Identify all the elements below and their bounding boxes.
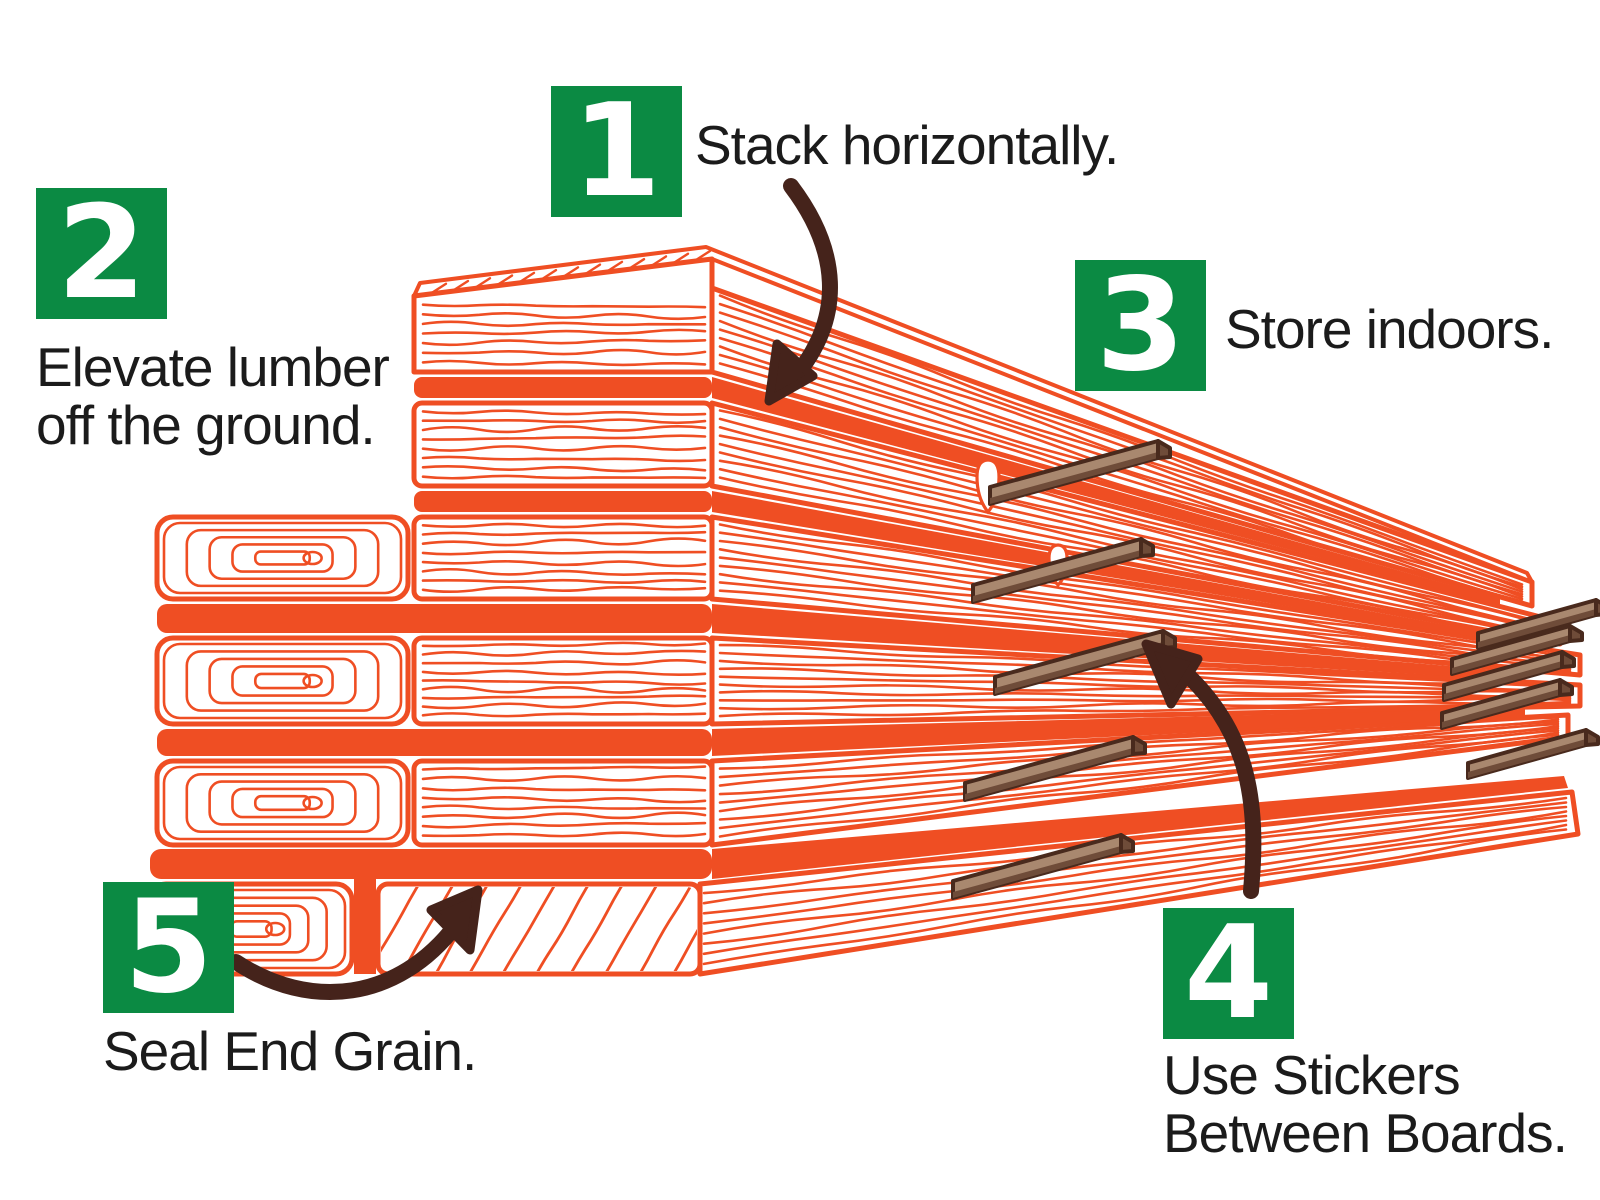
step-4-label: Use Stickers Between Boards. bbox=[1163, 1044, 1568, 1164]
step-3-badge: 3 bbox=[1075, 260, 1206, 391]
strip-5 bbox=[150, 849, 712, 879]
step-3-number: 3 bbox=[1095, 251, 1186, 400]
arrowhead-step1 bbox=[764, 339, 818, 406]
strip-4-side bbox=[712, 708, 1525, 756]
step-5-label-line: Seal End Grain. bbox=[103, 1020, 477, 1082]
strip-5-side bbox=[712, 776, 1568, 879]
step-5-label: Seal End Grain. bbox=[103, 1020, 477, 1082]
step-2-badge: 2 bbox=[36, 188, 167, 319]
step-1-label-line: Stack horizontally. bbox=[695, 114, 1119, 176]
arrow-step5 bbox=[228, 917, 464, 1001]
step-2-number: 2 bbox=[56, 179, 147, 328]
step-1-number: 1 bbox=[571, 77, 662, 226]
annotation-arrows bbox=[228, 178, 1262, 1001]
board-front-row1 bbox=[411, 256, 715, 375]
strip-2 bbox=[414, 491, 712, 512]
step-5-number: 5 bbox=[123, 873, 214, 1022]
arrow-step4 bbox=[1166, 655, 1262, 899]
arrow-step1 bbox=[783, 178, 838, 387]
step-4-number: 4 bbox=[1183, 899, 1274, 1048]
strip-3 bbox=[157, 604, 712, 633]
arrowhead-step4 bbox=[1141, 639, 1203, 709]
bearer-gap-filler bbox=[354, 849, 376, 974]
step-2-label-line: off the ground. bbox=[36, 394, 376, 456]
step-3-label: Store indoors. bbox=[1225, 298, 1554, 360]
strip-2-side bbox=[712, 491, 1512, 643]
arrowhead-step5 bbox=[426, 885, 483, 955]
step-1-label: Stack horizontally. bbox=[695, 114, 1119, 176]
step-5-badge: 5 bbox=[103, 882, 234, 1013]
step-4-badge: 4 bbox=[1163, 908, 1294, 1039]
wood-stickers bbox=[951, 439, 1600, 900]
board-front-row3 bbox=[411, 514, 715, 602]
strip-4 bbox=[157, 729, 712, 756]
step-1-badge: 1 bbox=[551, 86, 682, 217]
step-2-label-line: Elevate lumber bbox=[36, 336, 390, 398]
step-4-label-line: Use Stickers bbox=[1163, 1044, 1461, 1106]
board-front-row2 bbox=[411, 400, 715, 489]
step-4-label-line: Between Boards. bbox=[1163, 1102, 1568, 1164]
strip-1-side bbox=[712, 377, 1500, 605]
step-2-label: Elevate lumber off the ground. bbox=[36, 336, 390, 456]
step-3-label-line: Store indoors. bbox=[1225, 298, 1554, 360]
strip-1 bbox=[414, 377, 712, 398]
